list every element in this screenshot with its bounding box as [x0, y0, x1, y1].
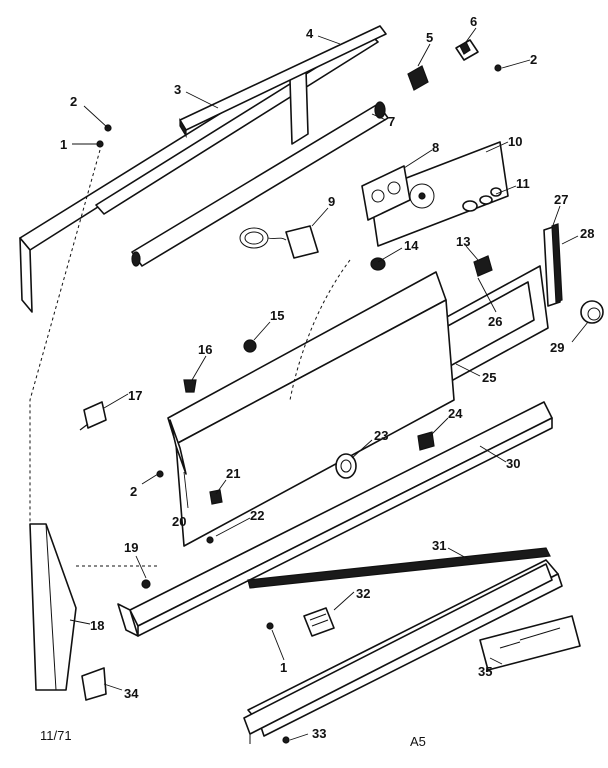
backguard-body [167, 271, 455, 547]
back-trim-panel [19, 33, 379, 313]
ballast [239, 225, 319, 259]
callout-26: 26 [488, 314, 502, 329]
lower-rail [117, 401, 553, 637]
callout-1-top: 1 [60, 137, 67, 152]
nut-21 [209, 489, 223, 505]
connector [303, 607, 335, 637]
lamp-holder [455, 39, 479, 61]
callout-6: 6 [470, 14, 477, 29]
callout-18: 18 [90, 618, 104, 633]
callout-9: 9 [328, 194, 335, 209]
terminal-block [79, 401, 107, 431]
callout-30: 30 [506, 456, 520, 471]
callout-23: 23 [374, 428, 388, 443]
screw-2-top-right [494, 64, 502, 72]
screw-19 [141, 579, 151, 589]
callout-1-bottom: 1 [280, 660, 287, 675]
fluorescent-tube [131, 101, 389, 267]
callout-17: 17 [128, 388, 142, 403]
callout-2-top-left: 2 [70, 94, 77, 109]
callout-19: 19 [124, 540, 138, 555]
control-knob [580, 300, 604, 324]
timer-knobs [462, 187, 502, 212]
callout-24: 24 [448, 406, 463, 421]
callout-35: 35 [478, 664, 492, 679]
switch-14 [370, 257, 386, 271]
callout-32: 32 [356, 586, 370, 601]
callout-29: 29 [550, 340, 564, 355]
callout-2-top-right: 2 [530, 52, 537, 67]
pilot-light [243, 339, 257, 353]
callout-14: 14 [404, 238, 419, 253]
timer-panel [369, 141, 509, 247]
callout-8: 8 [432, 140, 439, 155]
label-plate [479, 615, 581, 671]
callout-2-lower: 2 [130, 484, 137, 499]
callout-16: 16 [198, 342, 212, 357]
base-trim [243, 563, 553, 744]
callout-5: 5 [426, 30, 433, 45]
date-code: 11/71 [40, 728, 72, 743]
bracket-24 [417, 431, 435, 451]
screw-1-bottom [266, 622, 274, 630]
sheet-code: A5 [410, 734, 426, 749]
callout-7: 7 [388, 114, 395, 129]
top-channel [179, 25, 387, 139]
screw-33 [282, 736, 290, 744]
grommet-23 [335, 453, 357, 479]
callout-21: 21 [226, 466, 240, 481]
callout-31: 31 [432, 538, 446, 553]
callout-3: 3 [174, 82, 181, 97]
callout-25: 25 [482, 370, 496, 385]
grommet [183, 379, 197, 393]
callout-4: 4 [306, 26, 314, 41]
clock-bracket [361, 165, 411, 221]
callout-10: 10 [508, 134, 522, 149]
end-cap [551, 223, 563, 303]
switch-13 [473, 255, 493, 277]
dashed-lines [29, 149, 351, 567]
callout-15: 15 [270, 308, 284, 323]
callout-11: 11 [516, 176, 530, 191]
mounting-clip [81, 667, 107, 701]
callout-33: 33 [312, 726, 326, 741]
callout-22: 22 [250, 508, 264, 523]
screw-22 [206, 536, 214, 544]
callout-13: 13 [456, 234, 470, 249]
callout-27: 27 [554, 192, 568, 207]
leaders [69, 27, 589, 741]
callout-28: 28 [580, 226, 594, 241]
callout-34: 34 [124, 686, 139, 701]
lamp-socket [407, 65, 429, 91]
screw-2-lower [156, 470, 164, 478]
callout-20: 20 [172, 514, 186, 529]
side-bracket [29, 523, 77, 691]
